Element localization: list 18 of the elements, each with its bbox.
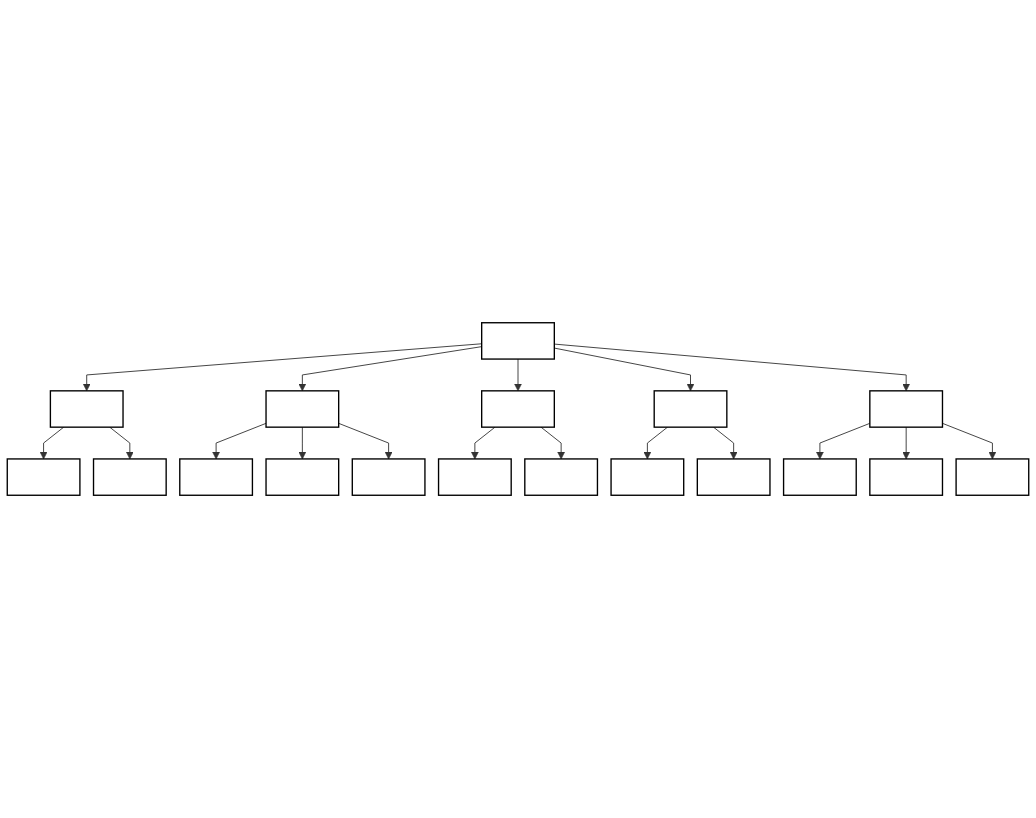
node-box: [869, 390, 944, 428]
node-box: [696, 458, 771, 496]
node-box: [265, 390, 340, 428]
node-box: [6, 458, 81, 496]
node-box: [653, 390, 728, 428]
node-box: [782, 458, 857, 496]
node-box: [955, 458, 1030, 496]
node-box: [610, 458, 685, 496]
node-box: [437, 458, 512, 496]
node-box: [524, 458, 599, 496]
node-box: [481, 390, 555, 428]
node-box: [351, 458, 426, 496]
node-box: [481, 322, 555, 360]
node-box: [869, 458, 944, 496]
node-box: [92, 458, 167, 496]
node-box: [179, 458, 254, 496]
node-box: [49, 390, 124, 428]
node-box: [265, 458, 340, 496]
